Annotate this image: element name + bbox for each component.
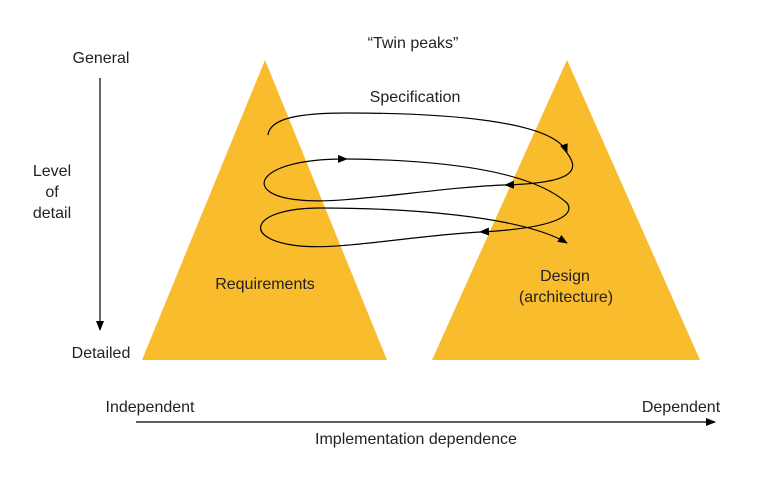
requirements-label: Requirements: [215, 276, 315, 293]
independent-label: Independent: [106, 399, 196, 416]
general-label: General: [73, 50, 130, 67]
diagram-title: “Twin peaks”: [368, 35, 459, 52]
spiral-segment-2: [504, 152, 574, 189]
spiral-segment-1-main: [346, 112, 568, 154]
architecture-label: (architecture): [519, 289, 613, 306]
detail-label: detail: [33, 205, 71, 222]
implementation-dependence-label: Implementation dependence: [315, 431, 517, 448]
spiral-segment-5: [260, 207, 568, 248]
detailed-label: Detailed: [72, 345, 131, 362]
level-label: Level: [33, 163, 71, 180]
dependent-label: Dependent: [642, 399, 721, 416]
spiral-arrows: [260, 112, 574, 248]
design-label: Design: [540, 268, 590, 285]
spiral-segment-4: [346, 158, 570, 236]
spiral-segment-1-top-arc: [267, 112, 348, 136]
of-label: of: [45, 184, 59, 201]
specification-label: Specification: [370, 89, 461, 106]
requirements-peak: [142, 60, 387, 360]
spiral-segment-3: [263, 154, 506, 202]
design-peak: [432, 60, 700, 360]
